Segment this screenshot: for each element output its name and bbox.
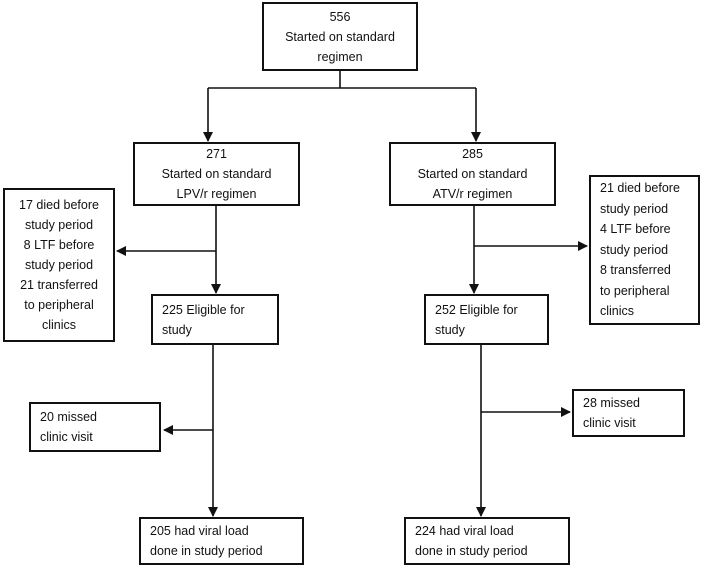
lpv-start-line-1: 271 bbox=[206, 147, 227, 161]
atv-start-line-2: Started on standard bbox=[417, 167, 528, 181]
atv-excluded-line-5: 8 transferred bbox=[600, 263, 671, 278]
atv-eligible-line-1: 252 Eligible for bbox=[435, 302, 518, 317]
lpv-excluded-line-7: clinics bbox=[41, 318, 77, 332]
atv-start-line-1: 285 bbox=[462, 147, 483, 161]
box-atv-started: 285 Started on standard ATV/r regimen bbox=[389, 142, 556, 206]
atv-excluded-line-1: 21 died before bbox=[600, 181, 680, 196]
box-lpv-eligible: 225 Eligible for study bbox=[151, 294, 279, 345]
lpv-eligible-line-1: 225 Eligible for bbox=[162, 302, 245, 317]
atv-excluded-line-2: study period bbox=[600, 201, 669, 216]
lpv-excluded-line-3: 8 LTF before bbox=[23, 238, 95, 252]
box-atv-final: 224 had viral load done in study period bbox=[404, 517, 570, 565]
top-line-2: Started on standard bbox=[285, 29, 395, 44]
atv-eligible-line-2: study bbox=[435, 322, 465, 337]
box-lpv-final: 205 had viral load done in study period bbox=[139, 517, 304, 565]
lpv-start-line-2: Started on standard bbox=[161, 167, 272, 181]
box-started-standard-regimen: 556 Started on standard regimen bbox=[262, 2, 418, 71]
lpv-excluded-line-4: study period bbox=[24, 258, 94, 272]
box-atv-missed: 28 missed clinic visit bbox=[572, 389, 685, 437]
lpv-excluded-line-2: study period bbox=[24, 218, 94, 232]
lpv-final-line-2: done in study period bbox=[150, 544, 263, 558]
atv-start-line-3: ATV/r regimen bbox=[432, 187, 513, 201]
atv-final-line-2: done in study period bbox=[415, 544, 528, 558]
lpv-missed-line-2: clinic visit bbox=[40, 430, 93, 444]
atv-excluded-line-4: study period bbox=[600, 242, 669, 257]
lpv-excluded-line-1: 17 died before bbox=[19, 198, 99, 212]
atv-final-line-1: 224 had viral load bbox=[415, 524, 514, 538]
lpv-final-line-1: 205 had viral load bbox=[150, 524, 249, 538]
lpv-excluded-line-5: 21 transferred bbox=[20, 278, 98, 292]
box-lpv-started: 271 Started on standard LPV/r regimen bbox=[133, 142, 300, 206]
lpv-eligible-line-2: study bbox=[162, 322, 192, 337]
lpv-start-line-3: LPV/r regimen bbox=[176, 187, 257, 201]
atv-missed-line-2: clinic visit bbox=[583, 416, 636, 430]
box-atv-excluded: 21 died before study period 4 LTF before… bbox=[589, 175, 700, 325]
box-atv-eligible: 252 Eligible for study bbox=[424, 294, 549, 345]
lpv-excluded-line-6: to peripheral bbox=[24, 298, 94, 312]
top-line-1: 556 bbox=[329, 9, 351, 24]
lpv-missed-line-1: 20 missed bbox=[40, 410, 97, 424]
atv-missed-line-1: 28 missed bbox=[583, 396, 640, 410]
atv-excluded-line-6: to peripheral bbox=[600, 283, 670, 298]
box-lpv-missed: 20 missed clinic visit bbox=[29, 402, 161, 452]
atv-excluded-line-3: 4 LTF before bbox=[600, 222, 671, 237]
atv-excluded-line-7: clinics bbox=[600, 304, 635, 319]
box-lpv-excluded: 17 died before study period 8 LTF before… bbox=[3, 188, 115, 342]
top-line-3: regimen bbox=[317, 49, 363, 64]
